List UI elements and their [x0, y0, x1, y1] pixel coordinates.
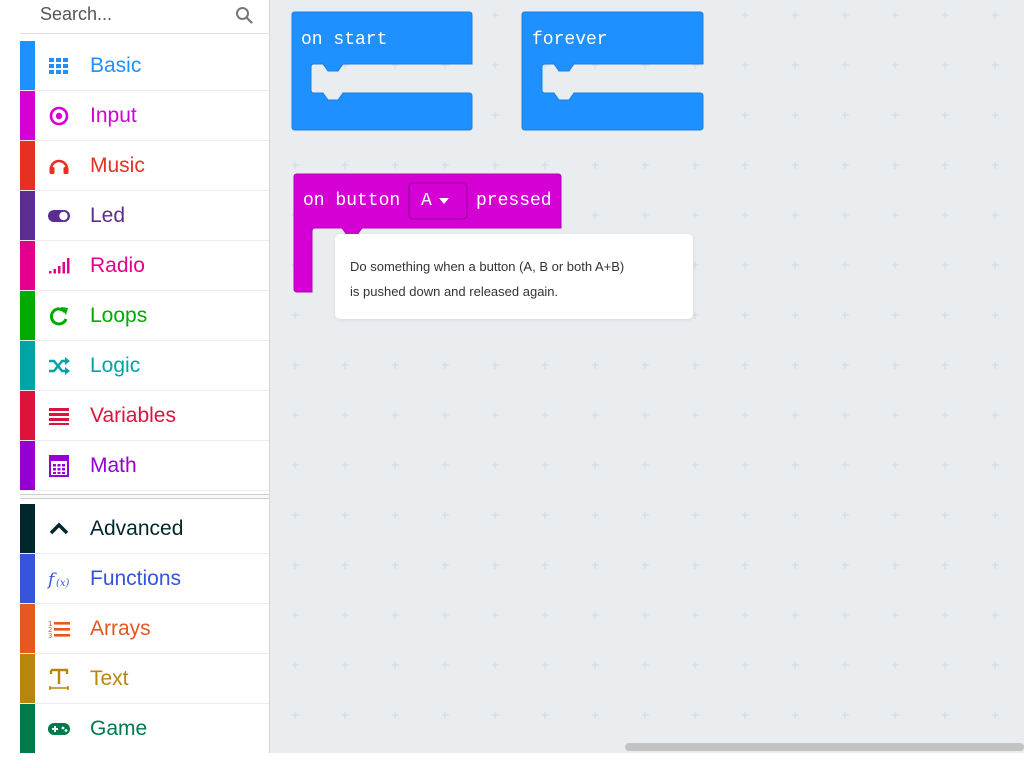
category-color-bar	[20, 704, 35, 753]
category-functions[interactable]: f (x) Functions	[20, 554, 269, 604]
gamepad-icon	[48, 723, 70, 735]
pressed-label: pressed	[476, 191, 552, 211]
category-logic[interactable]: Logic	[20, 341, 269, 391]
category-color-bar	[20, 504, 35, 553]
category-label: Math	[90, 454, 137, 477]
category-advanced[interactable]: Advanced	[20, 504, 269, 554]
blocks-workspace[interactable]: on start forever on button A pressed Do …	[270, 0, 1024, 753]
shuffle-icon	[49, 357, 70, 375]
search-box[interactable]	[20, 0, 269, 34]
category-label: Text	[90, 667, 129, 690]
toolbox: Basic Input Music Led	[20, 0, 270, 754]
forever-block[interactable]	[521, 11, 704, 131]
forever-label: forever	[532, 30, 608, 50]
block-shapes	[291, 11, 704, 293]
toggle-icon	[48, 210, 70, 222]
on-start-label: on start	[301, 30, 388, 50]
category-led[interactable]: Led	[20, 191, 269, 241]
category-color-bar	[20, 604, 35, 653]
target-icon	[49, 106, 69, 126]
category-label: Advanced	[90, 517, 184, 540]
category-label: Led	[90, 204, 126, 227]
svg-text:2: 2	[48, 626, 52, 634]
category-loops[interactable]: Loops	[20, 291, 269, 341]
category-label: Music	[90, 154, 145, 177]
chevron-up-icon	[49, 522, 69, 535]
lines-icon	[49, 408, 69, 425]
grid-icon	[49, 58, 68, 74]
category-color-bar	[20, 654, 35, 703]
horizontal-scrollbar[interactable]	[625, 743, 1024, 751]
category-color-bar	[20, 341, 35, 390]
category-label: Logic	[90, 354, 141, 377]
category-label: Input	[90, 104, 137, 127]
on-button-label: on button	[303, 191, 401, 211]
category-math[interactable]: Math	[20, 441, 269, 491]
category-color-bar	[20, 554, 35, 603]
headphones-icon	[49, 159, 69, 174]
category-input[interactable]: Input	[20, 91, 269, 141]
on-start-block[interactable]	[291, 11, 473, 131]
chevron-down-icon	[439, 198, 449, 204]
function-icon: f (x)	[46, 570, 70, 590]
search-icon[interactable]	[235, 6, 253, 24]
svg-text:1: 1	[48, 620, 52, 628]
category-label: Basic	[90, 54, 142, 77]
category-music[interactable]: Music	[20, 141, 269, 191]
bottom-strip	[0, 753, 1024, 768]
category-label: Loops	[90, 304, 148, 327]
button-dropdown[interactable]	[408, 182, 468, 220]
category-arrays[interactable]: 1 2 3 Arrays	[20, 604, 269, 654]
search-input[interactable]	[20, 0, 220, 30]
category-label: Arrays	[90, 617, 151, 640]
category-label: Game	[90, 717, 148, 740]
signal-bars-icon	[49, 258, 70, 274]
numbered-list-icon: 1 2 3	[48, 620, 70, 640]
category-text[interactable]: Text	[20, 654, 269, 704]
svg-text:3: 3	[48, 632, 52, 640]
category-color-bar	[20, 191, 35, 240]
category-basic[interactable]: Basic	[20, 41, 269, 91]
on-button-pressed-block[interactable]	[293, 173, 562, 293]
tooltip-line-2: is pushed down and released again.	[350, 284, 559, 299]
category-label: Functions	[90, 567, 182, 590]
svg-text:(x): (x)	[56, 578, 70, 589]
loop-arrow-icon	[50, 307, 68, 326]
category-radio[interactable]: Radio	[20, 241, 269, 291]
category-color-bar	[20, 91, 35, 140]
button-dropdown-value[interactable]: A	[421, 191, 432, 211]
category-label: Variables	[90, 404, 176, 427]
category-label: Radio	[90, 254, 145, 277]
block-tooltip: Do something when a button (A, B or both…	[335, 234, 693, 319]
svg-text:f: f	[46, 570, 57, 590]
category-color-bar	[20, 41, 35, 90]
category-color-bar	[20, 291, 35, 340]
category-game[interactable]: Game	[20, 704, 269, 754]
text-icon	[49, 668, 69, 690]
calculator-icon	[49, 455, 69, 477]
category-color-bar	[20, 241, 35, 290]
toolbox-divider	[20, 494, 269, 499]
category-color-bar	[20, 391, 35, 440]
category-color-bar	[20, 141, 35, 190]
category-variables[interactable]: Variables	[20, 391, 269, 441]
tooltip-line-1: Do something when a button (A, B or both…	[350, 259, 625, 274]
category-color-bar	[20, 441, 35, 490]
